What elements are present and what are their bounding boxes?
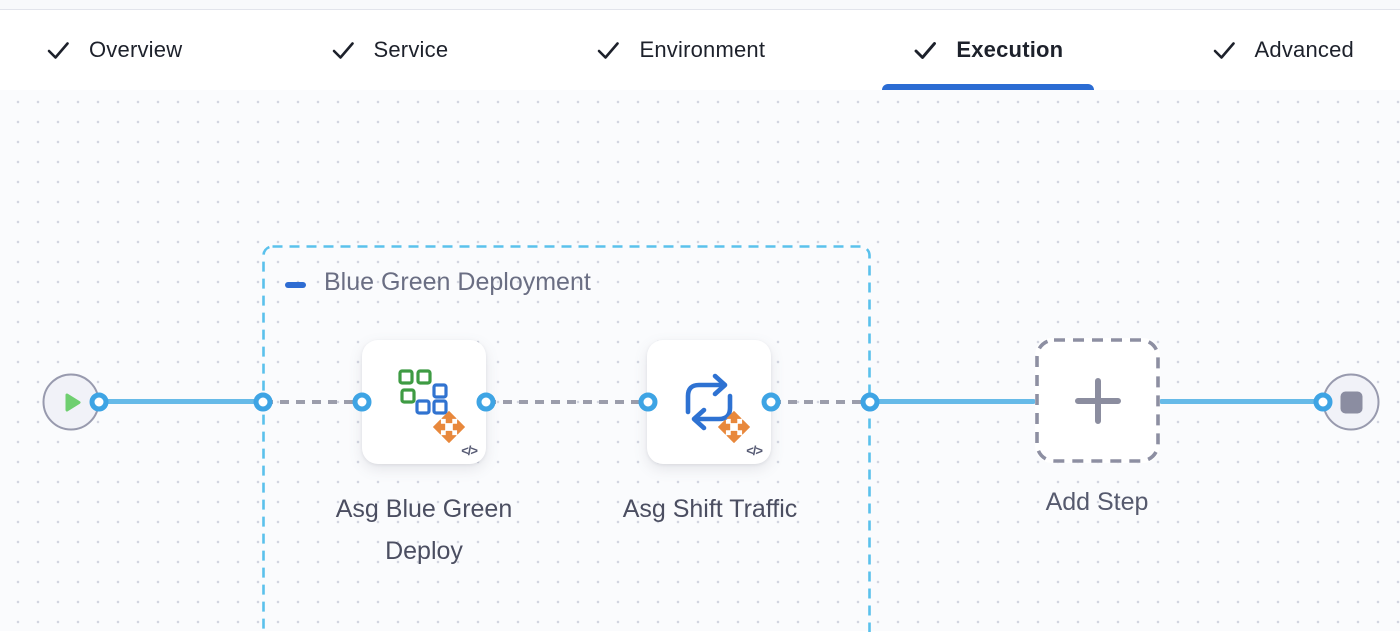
code-badge: </> [746, 443, 763, 458]
edge-addstep-to-end [1159, 399, 1323, 404]
plus-icon [1074, 377, 1121, 424]
stop-icon [1340, 391, 1362, 413]
connector-dot-step1-out[interactable] [476, 392, 496, 412]
checkmark-icon [914, 42, 937, 59]
asg-blue-green-deploy-icon [398, 369, 448, 415]
step-node-asg-blue-green-deploy[interactable]: </> [362, 340, 486, 464]
connector-dot-start-out[interactable] [89, 392, 109, 412]
connector-dot-step2-in[interactable] [638, 392, 658, 412]
stage-group-border [262, 245, 871, 632]
stage-group-box [262, 245, 871, 632]
collapse-minus-icon[interactable] [285, 281, 306, 288]
active-tab-underline [882, 84, 1095, 90]
step-label-asg-shift-traffic: Asg Shift Traffic [622, 495, 798, 523]
code-badge: </> [461, 443, 478, 458]
tab-overview[interactable]: Overview [46, 10, 182, 90]
pipeline-tabbar: Overview Service Environment Execution A… [0, 10, 1400, 90]
add-step-dashed-border [1035, 338, 1160, 463]
add-step-label: Add Step [1045, 488, 1149, 516]
play-icon [65, 393, 80, 411]
step-label-asg-blue-green-deploy: Asg Blue Green Deploy [335, 495, 513, 565]
tab-label: Advanced [1254, 37, 1354, 62]
connector-dot-end-in[interactable] [1313, 392, 1333, 412]
tab-label: Execution [956, 37, 1064, 62]
tab-environment[interactable]: Environment [596, 10, 765, 90]
start-node [42, 373, 100, 431]
edge-step1-to-step2 [487, 400, 647, 404]
checkmark-icon [332, 42, 354, 59]
checkmark-icon [47, 42, 69, 59]
step-node-asg-shift-traffic[interactable]: </> [647, 340, 771, 464]
move-arrows-icon [432, 410, 466, 444]
connector-dot-group-in[interactable] [253, 392, 273, 412]
tab-label: Service [373, 37, 449, 62]
tab-label: Overview [89, 37, 183, 62]
asg-shift-traffic-icon [685, 373, 733, 431]
tab-service[interactable]: Service [331, 10, 449, 90]
stage-group-header: Blue Green Deployment [285, 268, 591, 297]
tab-advanced[interactable]: Advanced [1212, 10, 1354, 90]
tab-label: Environment [639, 37, 766, 62]
stage-group-label: Blue Green Deployment [324, 268, 591, 296]
tab-execution[interactable]: Execution [882, 10, 1095, 90]
checkmark-icon [598, 42, 620, 59]
add-step-button[interactable] [1035, 338, 1160, 463]
pipeline-canvas[interactable]: Blue Green Deployment </> Asg Blue Gr [0, 90, 1400, 632]
move-arrows-icon [717, 410, 751, 444]
checkmark-icon [1213, 42, 1235, 59]
edge-step2-to-group [772, 400, 869, 404]
edge-start-to-group [99, 399, 264, 404]
connector-dot-step1-in[interactable] [352, 392, 372, 412]
top-strip [0, 0, 1400, 10]
edge-group-to-step1 [264, 400, 361, 404]
edge-group-to-addstep [870, 399, 1036, 404]
connector-dot-group-out[interactable] [860, 392, 880, 412]
connector-dot-step2-out[interactable] [761, 392, 781, 412]
